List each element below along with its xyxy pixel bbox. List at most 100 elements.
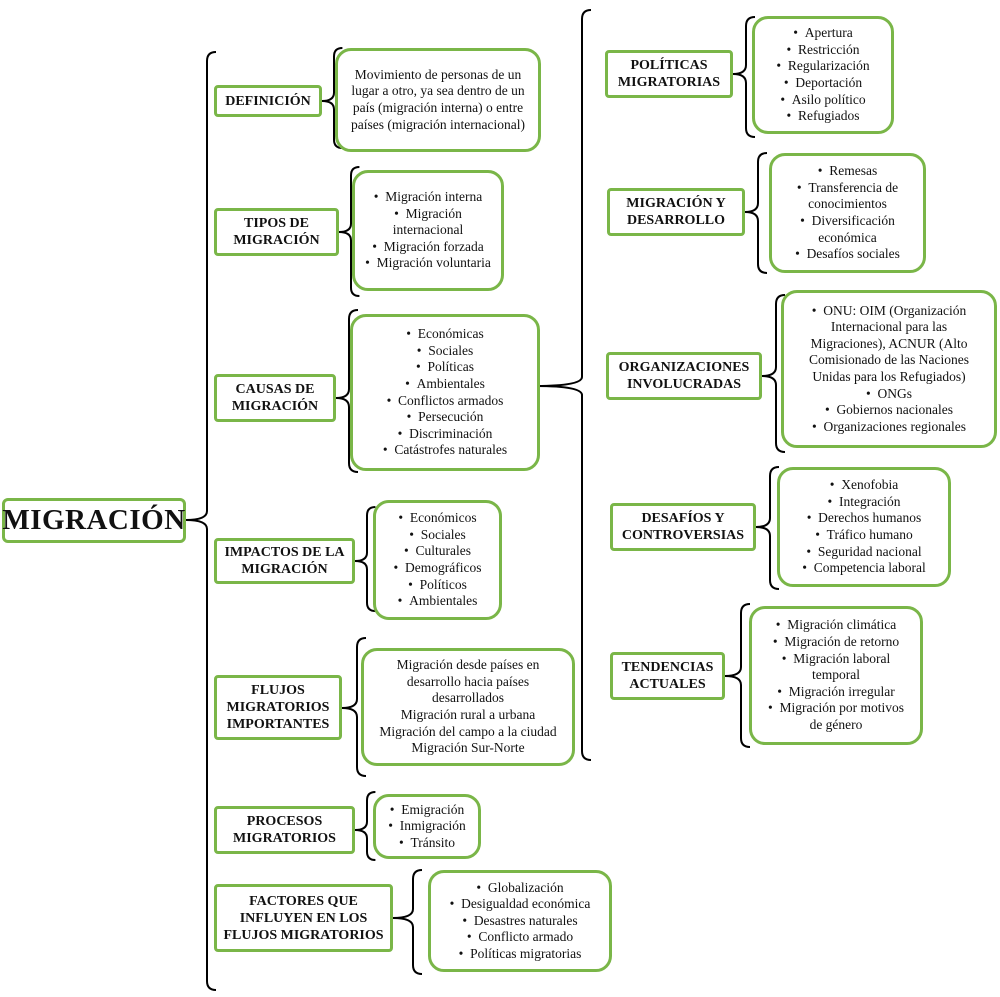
category-tipos: TIPOS DE MIGRACIÓN: [214, 208, 339, 256]
detail-tipos: Migración interna Migración internaciona…: [352, 170, 504, 291]
detail-list: Remesas Transferencia de conocimientos D…: [780, 163, 915, 263]
category-title: TIPOS DE MIGRACIÓN: [233, 216, 320, 248]
detail-desafios: Xenofobia Integración Derechos humanos T…: [777, 467, 951, 587]
detail-impactos: Económicos Sociales Culturales Demográfi…: [373, 500, 502, 620]
list-item: ONGs: [792, 386, 986, 403]
list-item: Deportación: [776, 75, 869, 92]
list-item: Sociales: [383, 343, 507, 360]
list-item: Tráfico humano: [802, 527, 926, 544]
detail-procesos: Emigración Inmigración Tránsito: [373, 794, 481, 859]
detail-list: Emigración Inmigración Tránsito: [388, 802, 466, 852]
list-item: Organizaciones regionales: [792, 419, 986, 436]
detail-list: Migración desde países en desarrollo hac…: [372, 657, 564, 757]
detail-list: Xenofobia Integración Derechos humanos T…: [802, 477, 926, 577]
category-politicas: POLÍTICAS MIGRATORIAS: [605, 50, 733, 98]
brace-connector: [341, 637, 367, 777]
list-item: Integración: [802, 494, 926, 511]
category-title: IMPACTOS DE LA MIGRACIÓN: [224, 545, 345, 577]
detail-organizaciones: ONU: OIM (Organización Internacional par…: [781, 290, 997, 448]
category-tendencias: TENDENCIAS ACTUALES: [610, 652, 725, 700]
list-item: Culturales: [394, 543, 482, 560]
list-item: Restricción: [776, 42, 869, 59]
category-title: FACTORES QUE INFLUYEN EN LOS FLUJOS MIGR…: [223, 893, 384, 943]
brace-connector: [185, 51, 217, 991]
detail-list: Apertura Restricción Regularización Depo…: [776, 25, 870, 125]
brace-connector: [724, 603, 751, 748]
detail-list: ONU: OIM (Organización Internacional par…: [792, 303, 986, 436]
list-item: Migración internacional: [363, 206, 493, 239]
category-flujos: FLUJOS MIGRATORIOS IMPORTANTES: [214, 675, 342, 740]
list-item: Apertura: [776, 25, 869, 42]
list-item: Políticos: [394, 577, 482, 594]
list-item: Globalización: [450, 880, 591, 897]
brace-connector: [354, 506, 376, 612]
list-item: Económicos: [394, 510, 482, 527]
detail-list: Migración interna Migración internaciona…: [363, 189, 493, 272]
list-item: Migración de retorno: [760, 634, 912, 651]
list-item: Conflictos armados: [383, 393, 507, 410]
brace-connector: [744, 152, 768, 274]
category-desarrollo: MIGRACIÓN Y DESARROLLO: [607, 188, 745, 236]
list-item: Emigración: [388, 802, 465, 819]
list-item: Refugiados: [776, 108, 869, 125]
list-item: Ambientales: [394, 593, 482, 610]
list-item: Desastres naturales: [450, 913, 591, 930]
category-definicion: DEFINICIÓN: [214, 85, 322, 117]
detail-list: Económicos Sociales Culturales Demográfi…: [394, 510, 482, 610]
detail-list: Económicas Sociales Políticas Ambientale…: [383, 326, 507, 459]
detail-politicas: Apertura Restricción Regularización Depo…: [752, 16, 894, 134]
list-item: Tránsito: [388, 835, 465, 852]
list-item: Discriminación: [383, 426, 507, 443]
category-desafios: DESAFÍOS Y CONTROVERSIAS: [610, 503, 756, 551]
list-item: Regularización: [776, 58, 870, 75]
detail-list: Globalización Desigualdad económica Desa…: [450, 880, 591, 963]
list-item: Migración por motivos de género: [760, 700, 912, 733]
category-title: DESAFÍOS Y CONTROVERSIAS: [621, 511, 745, 543]
brace-connector: [321, 47, 343, 149]
category-title: MIGRACIÓN Y DESARROLLO: [626, 196, 726, 228]
category-factores: FACTORES QUE INFLUYEN EN LOS FLUJOS MIGR…: [214, 884, 393, 952]
root-title: MIGRACIÓN: [2, 504, 186, 536]
category-title: POLÍTICAS MIGRATORIAS: [617, 58, 721, 90]
list-item: Migración interna: [363, 189, 493, 206]
category-causas: CAUSAS DE MIGRACIÓN: [214, 374, 336, 422]
list-item: Migración laboral temporal: [760, 651, 912, 684]
detail-tendencias: Migración climática Migración de retorno…: [749, 606, 923, 745]
list-item: Persecución: [383, 409, 507, 426]
list-item: Migración climática: [760, 617, 912, 634]
list-item: Competencia laboral: [802, 560, 926, 577]
list-item: Migración rural a urbana: [400, 707, 536, 722]
brace-connector: [335, 309, 359, 473]
category-title: FLUJOS MIGRATORIOS IMPORTANTES: [226, 683, 330, 732]
list-item: Migración irregular: [760, 684, 912, 701]
brace-connector: [354, 791, 376, 861]
list-item: ONU: OIM (Organización Internacional par…: [792, 303, 986, 386]
brace-connector: [338, 166, 360, 297]
list-item: Políticas migratorias: [450, 946, 591, 963]
list-item: Demográficos: [394, 560, 481, 577]
brace-connector: [392, 869, 423, 975]
detail-desarrollo: Remesas Transferencia de conocimientos D…: [769, 153, 926, 273]
list-item: Migración del campo a la ciudad: [379, 723, 557, 739]
category-title: ORGANIZACIONES INVOLUCRADAS: [618, 360, 750, 392]
list-item: Remesas: [780, 163, 915, 180]
list-item: Políticas: [383, 359, 507, 376]
list-item: Derechos humanos: [802, 510, 926, 527]
category-title: PROCESOS MIGRATORIOS: [233, 814, 336, 846]
list-item: Xenofobia: [802, 477, 926, 494]
list-item: Migración voluntaria: [363, 255, 493, 272]
list-item: Ambientales: [383, 376, 507, 393]
list-item: Sociales: [394, 527, 482, 544]
category-impactos: IMPACTOS DE LA MIGRACIÓN: [214, 538, 355, 584]
list-item: Migración desde países en desarrollo hac…: [396, 657, 540, 706]
detail-factores: Globalización Desigualdad económica Desa…: [428, 870, 612, 972]
list-item: Seguridad nacional: [802, 544, 926, 561]
list-item: Desafíos sociales: [780, 246, 915, 263]
category-title: CAUSAS DE MIGRACIÓN: [231, 382, 319, 414]
detail-causas: Económicas Sociales Políticas Ambientale…: [350, 314, 540, 471]
list-item: Migración forzada: [363, 239, 493, 256]
brace-connector: [761, 294, 786, 453]
list-item: Inmigración: [388, 818, 466, 835]
detail-definicion: Movimiento de personas de un lugar a otr…: [335, 48, 541, 152]
detail-list: Migración climática Migración de retorno…: [760, 617, 912, 733]
